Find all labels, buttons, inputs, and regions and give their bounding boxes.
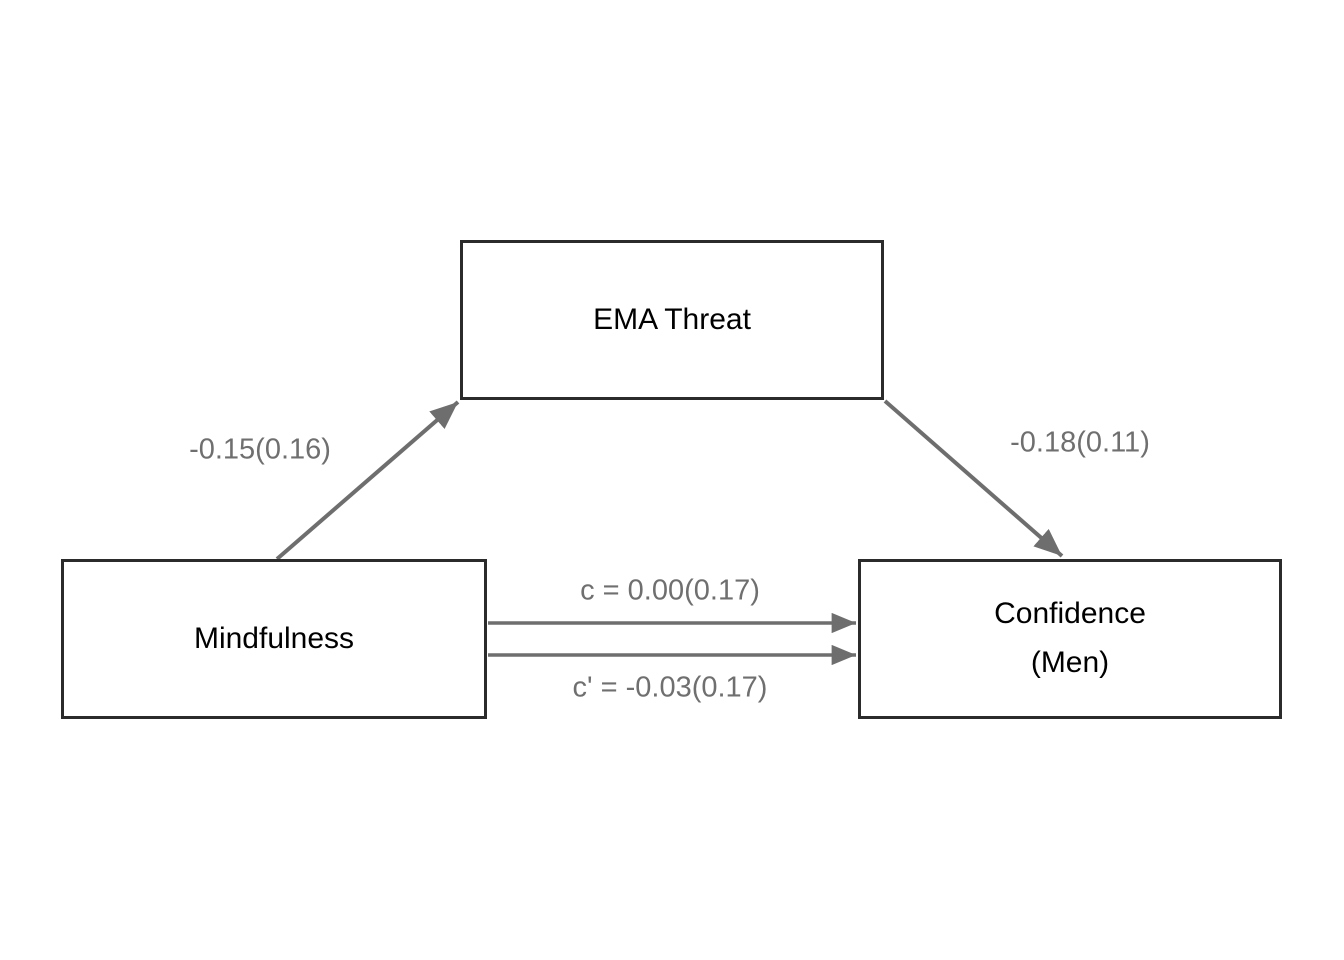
path-b-arrow — [883, 399, 1064, 558]
node-mindfulness-label: Mindfulness — [193, 621, 355, 655]
path-a-arrow — [275, 400, 460, 561]
path-c-prime-coefficient: c' = -0.03(0.17) — [572, 671, 768, 704]
node-confidence-label-line1: Confidence — [994, 597, 1146, 631]
node-confidence-label-line2: (Men) — [1030, 646, 1110, 679]
node-mindfulness: Mindfulness — [61, 559, 487, 719]
node-ema-threat: EMA Threat — [460, 240, 884, 400]
path-b-coefficient: -0.18(0.11) — [1010, 426, 1150, 459]
node-ema-threat-label: EMA Threat — [593, 302, 751, 336]
path-a-coefficient: -0.15(0.16) — [189, 433, 331, 466]
node-confidence-men: Confidence (Men) — [858, 559, 1282, 719]
path-c-coefficient: c = 0.00(0.17) — [580, 574, 760, 607]
